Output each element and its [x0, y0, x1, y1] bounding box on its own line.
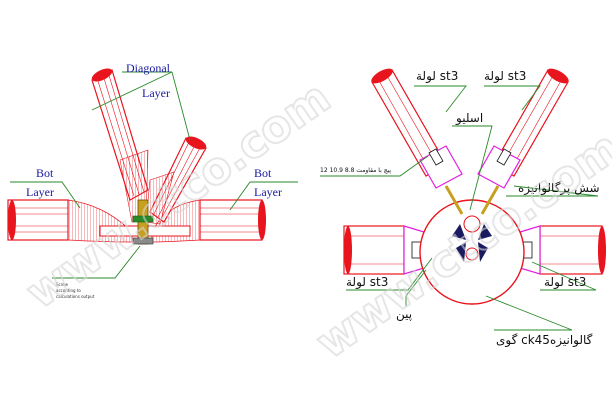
left-leader-lines — [10, 71, 298, 279]
watermark-left: www.ctco.com — [17, 72, 340, 319]
left-center-joint — [99, 199, 191, 245]
screw-note-2: according to — [56, 288, 81, 293]
right-leader-lines — [320, 85, 599, 331]
label-pipe-top-left: لولة st3 — [416, 69, 458, 84]
center-ball-node — [419, 185, 525, 305]
pipe-bottom-left — [343, 225, 452, 275]
bot-layer-right-label-1: Bot — [254, 166, 272, 180]
label-sleeve: اسليو — [455, 111, 483, 126]
left-diagonal-pipe — [91, 68, 149, 223]
pipe-top-left — [371, 68, 463, 189]
label-bolt: پیچ با مقاومت 8.8 10.9 12 — [320, 167, 391, 174]
diagonal-layer-label-2: Layer — [142, 86, 170, 100]
right-diagonal-pipe — [145, 136, 207, 225]
bot-layer-left-label-1: Bot — [36, 166, 54, 180]
bot-layer-right-label-2: Layer — [254, 185, 282, 199]
label-pin: پین — [396, 307, 412, 322]
label-galvanized-cap: شش پرگالوانیزه — [518, 181, 600, 196]
screw-note-1: Screw — [56, 282, 69, 287]
label-pipe-bottom-left: لولة st3 — [346, 275, 388, 290]
bot-layer-left-label-2: Layer — [26, 185, 54, 199]
left-diagram: Diagonal Layer Bot Layer Bot Layer Screw… — [7, 61, 298, 299]
label-pipe-top-right: لولة st3 — [484, 69, 526, 84]
right-diagram: لولة st3 لولة st3 اسليو پیچ با مقاومت 8.… — [320, 68, 606, 348]
pipe-bottom-right — [492, 225, 606, 275]
screw-note-3: calculations output — [56, 294, 95, 299]
pipe-top-right — [477, 68, 569, 189]
label-ball: گوی ck45گالوانیزه — [496, 333, 593, 348]
diagonal-layer-label-1: Diagonal — [126, 61, 171, 75]
label-pipe-bottom-right: لولة st3 — [544, 275, 586, 290]
